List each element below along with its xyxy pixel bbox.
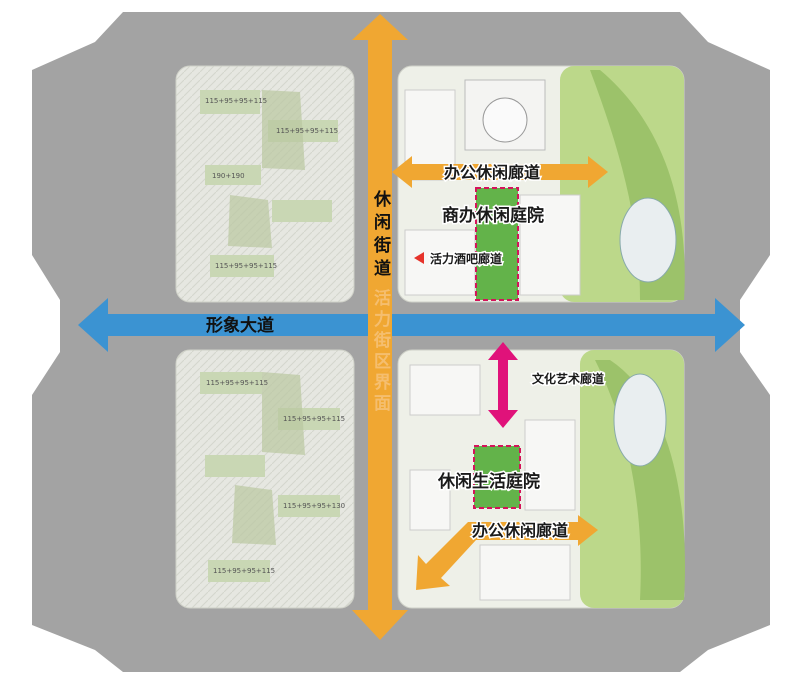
life-courtyard-area — [473, 445, 521, 509]
sw-residential-block: 115+95+95+115 115+95+95+115 115+95+95+13… — [175, 349, 355, 609]
business-courtyard-area — [475, 187, 519, 301]
building-tag: 115+95+95+115 — [276, 127, 338, 135]
leisure-street-label: 休闲街道 — [370, 189, 392, 282]
building-tag: 115+95+95+115 — [206, 379, 268, 387]
life-courtyard-label: 休闲生活庭院 — [437, 471, 540, 492]
building-tag: 190+190 — [212, 172, 245, 180]
leisure-street-arrow — [352, 14, 408, 640]
tower-icon — [482, 97, 528, 143]
dome-building — [613, 373, 667, 467]
office-corridor-bottom-label: 办公休闲廊道 — [472, 521, 568, 540]
ne-commercial-block — [397, 65, 685, 303]
building-tag: 115+95+95+115 — [215, 262, 277, 270]
nw-residential-block: 115+95+95+115 190+190 115+95+95+115 115+… — [175, 65, 355, 303]
image-avenue-arrow — [78, 298, 745, 352]
building-tag: 115+95+95+115 — [283, 415, 345, 423]
building-tag: 115+95+95+115 — [213, 567, 275, 575]
office-corridor-bottom-arrow — [416, 515, 598, 590]
business-courtyard-label: 商办休闲庭院 — [442, 205, 544, 226]
building-tag: 115+95+95+130 — [283, 502, 345, 510]
office-corridor-top-arrow — [392, 156, 608, 188]
office-corridor-top-label: 办公休闲廊道 — [444, 163, 540, 182]
culture-corridor-label: 文化艺术廊道 — [532, 371, 604, 386]
bar-marker-icon — [414, 252, 424, 264]
culture-corridor-arrow — [488, 342, 518, 428]
dome-building — [619, 197, 677, 283]
image-avenue-label: 形象大道 — [206, 315, 274, 336]
bar-corridor-label: 活力酒吧廊道 — [430, 251, 502, 266]
building-tag: 115+95+95+115 — [205, 97, 267, 105]
street-interface-label: 活力街区界面 — [370, 288, 392, 415]
